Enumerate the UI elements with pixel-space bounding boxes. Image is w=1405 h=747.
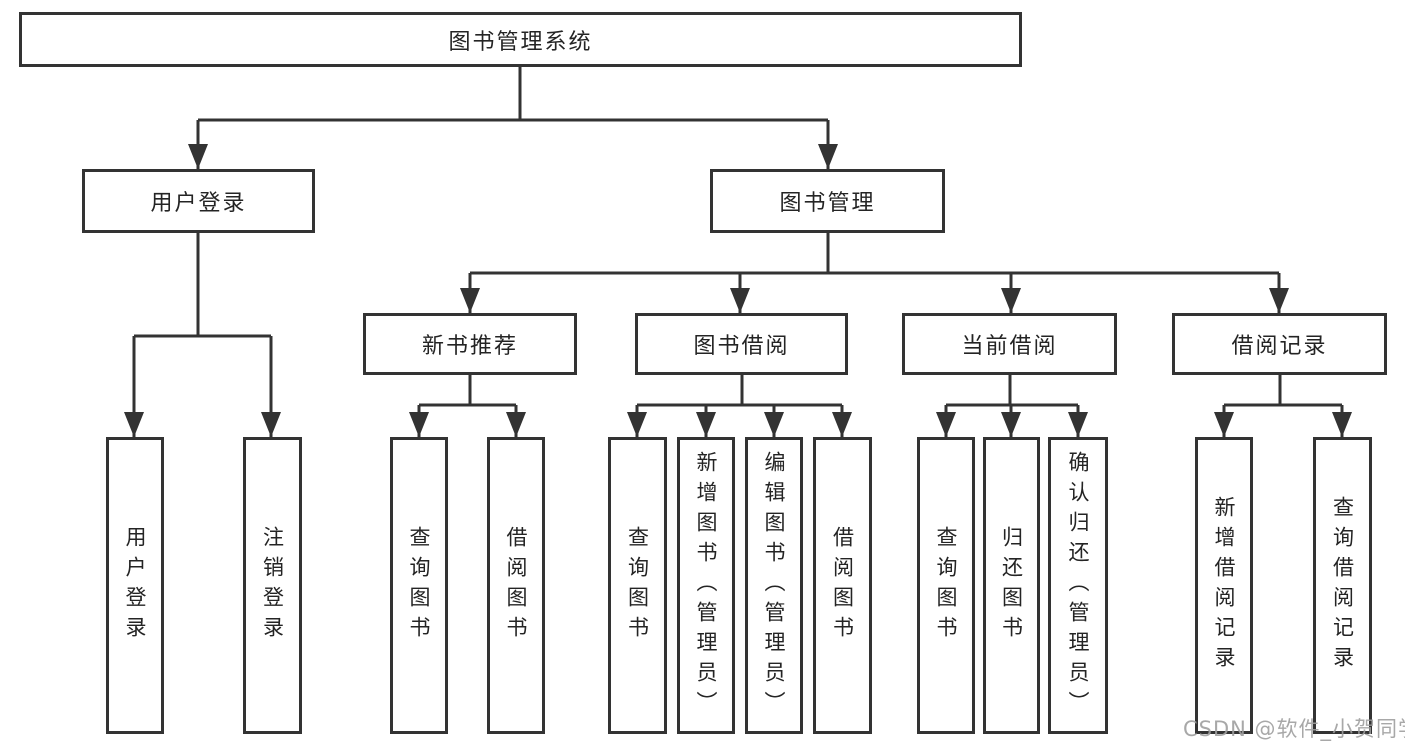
- leaf-label: 新增借阅记录: [1212, 495, 1236, 676]
- leaf-add-books-admin: 新增图书（管理员）: [677, 437, 735, 734]
- arrowhead-icon: [124, 412, 144, 437]
- leaf-confirm-return-admin: 确认归还（管理员）: [1048, 437, 1108, 734]
- node-borrow-records: 借阅记录: [1172, 313, 1387, 375]
- arrowhead-icon: [409, 412, 429, 437]
- connector-root-to-level2: [196, 67, 830, 169]
- arrowhead-icon: [696, 412, 716, 437]
- leaf-label: 借阅图书: [830, 525, 855, 646]
- node-new-book-recommend: 新书推荐: [363, 313, 577, 375]
- arrowhead-icon: [627, 412, 647, 437]
- connector-sec2-to-leaves: [944, 375, 1080, 437]
- leaf-borrow-books: 借阅图书: [487, 437, 545, 734]
- arrowhead-icon: [818, 144, 838, 169]
- leaf-query-borrow-record: 查询借阅记录: [1313, 437, 1372, 734]
- leaf-label: 查询图书: [407, 525, 431, 646]
- leaf-return-books: 归还图书: [983, 437, 1040, 734]
- connector-sec1-to-leaves: [635, 375, 844, 437]
- arrowhead-icon: [1269, 288, 1289, 313]
- arrowhead-icon: [832, 412, 852, 437]
- arrowhead-icon: [261, 412, 281, 437]
- leaf-label: 查询借阅记录: [1330, 495, 1355, 676]
- node-label: 用户登录: [150, 191, 247, 216]
- leaf-label: 查询图书: [934, 525, 958, 646]
- connector-login-to-leaves: [132, 233, 273, 437]
- leaf-label: 编辑图书（管理员）: [762, 450, 786, 721]
- node-label: 图书管理: [779, 191, 876, 216]
- leaf-logout: 注销登录: [243, 437, 302, 734]
- leaf-label: 归还图书: [999, 525, 1024, 646]
- leaf-edit-books-admin: 编辑图书（管理员）: [745, 437, 803, 734]
- csdn-watermark: CSDN @软件_小贺同学: [1183, 717, 1405, 741]
- node-label: 图书借阅: [693, 334, 790, 359]
- arrowhead-icon: [1214, 412, 1234, 437]
- arrowhead-icon: [188, 144, 208, 169]
- node-root-system: 图书管理系统: [19, 12, 1022, 67]
- leaf-user-login: 用户登录: [106, 437, 164, 734]
- arrowhead-icon: [1332, 412, 1352, 437]
- leaf-add-borrow-record: 新增借阅记录: [1195, 437, 1253, 734]
- arrowhead-icon: [936, 412, 956, 437]
- connector-sec3-to-leaves: [1222, 375, 1344, 437]
- arrowhead-icon: [1001, 412, 1021, 437]
- leaf-query-books: 查询图书: [390, 437, 448, 734]
- arrowhead-icon: [506, 412, 526, 437]
- node-book-management-branch: 图书管理: [710, 169, 945, 233]
- connector-edges: [132, 67, 1344, 437]
- node-user-login-branch: 用户登录: [82, 169, 315, 233]
- arrowhead-icon: [1001, 288, 1021, 313]
- connector-sec0-to-leaves: [417, 375, 518, 437]
- leaf-label: 新增图书（管理员）: [694, 450, 718, 721]
- node-current-borrow: 当前借阅: [902, 313, 1117, 375]
- connector-mgmt-to-sections: [468, 233, 1281, 313]
- node-book-borrow: 图书借阅: [635, 313, 848, 375]
- leaf-borrow-books: 借阅图书: [813, 437, 872, 734]
- node-label: 新书推荐: [421, 334, 518, 359]
- node-label: 借阅记录: [1231, 334, 1328, 359]
- node-label: 图书管理系统: [448, 29, 593, 55]
- arrowhead-icon: [460, 288, 480, 313]
- arrowhead-icon: [1068, 412, 1088, 437]
- leaf-label: 确认归还（管理员）: [1066, 450, 1090, 721]
- leaf-label: 注销登录: [260, 525, 285, 646]
- arrowhead-icon: [764, 412, 784, 437]
- leaf-query-books: 查询图书: [917, 437, 975, 734]
- leaf-label: 查询图书: [625, 525, 650, 646]
- node-label: 当前借阅: [961, 334, 1058, 359]
- leaf-query-books: 查询图书: [608, 437, 667, 734]
- leaf-label: 借阅图书: [504, 525, 528, 646]
- leaf-label: 用户登录: [123, 525, 147, 646]
- arrowhead-icon: [730, 288, 750, 313]
